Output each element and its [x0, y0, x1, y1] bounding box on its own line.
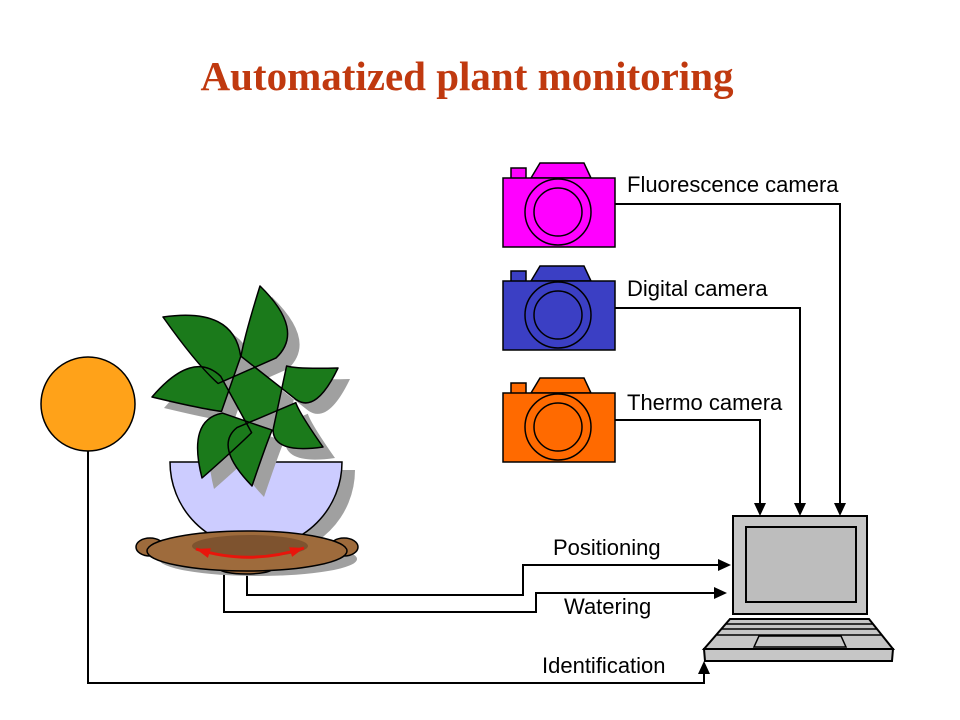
positioning-connector-line: [246, 564, 719, 596]
thermo-connector-line: [615, 419, 761, 504]
laptop-icon: [701, 515, 896, 662]
digital-connector-line: [615, 307, 801, 504]
camera-connector-arrowheads: [754, 503, 846, 516]
arrow-right-icon: [714, 587, 727, 599]
dish-shading: [192, 535, 308, 557]
camera-connectors: [615, 203, 841, 504]
lamp-ball-icon: [40, 356, 136, 452]
fluorescence-connector-line: [615, 203, 841, 504]
watering-connector-line: [223, 570, 715, 613]
fluorescence-camera-icon: [502, 162, 616, 248]
thermo-camera-label: Thermo camera: [627, 390, 783, 415]
arrow-up-icon: [698, 661, 710, 674]
watering-label: Watering: [564, 594, 652, 619]
page-title: Automatized plant monitoring: [200, 53, 734, 99]
thermo-camera-icon: [502, 377, 616, 463]
laptop-keyboard-rows: [717, 623, 882, 636]
rotation-arrow-icon: [195, 546, 305, 559]
control-connector-arrowheads: [698, 559, 731, 674]
positioning-label: Positioning: [553, 535, 661, 560]
laptop-screen: [745, 526, 857, 603]
fluorescence-camera-label: Fluorescence camera: [627, 172, 839, 197]
arrow-down-icon: [754, 503, 766, 516]
laptop-base: [702, 648, 895, 662]
plant-icon: [151, 285, 339, 487]
control-connectors: [87, 451, 719, 684]
arrow-down-icon: [834, 503, 846, 516]
arrow-down-icon: [794, 503, 806, 516]
laptop-touchpad: [752, 635, 848, 648]
digital-camera-label: Digital camera: [627, 276, 768, 301]
identification-label: Identification: [542, 653, 666, 678]
arrow-right-icon: [718, 559, 731, 571]
digital-camera-icon: [502, 265, 616, 351]
identification-connector-line: [87, 451, 705, 684]
